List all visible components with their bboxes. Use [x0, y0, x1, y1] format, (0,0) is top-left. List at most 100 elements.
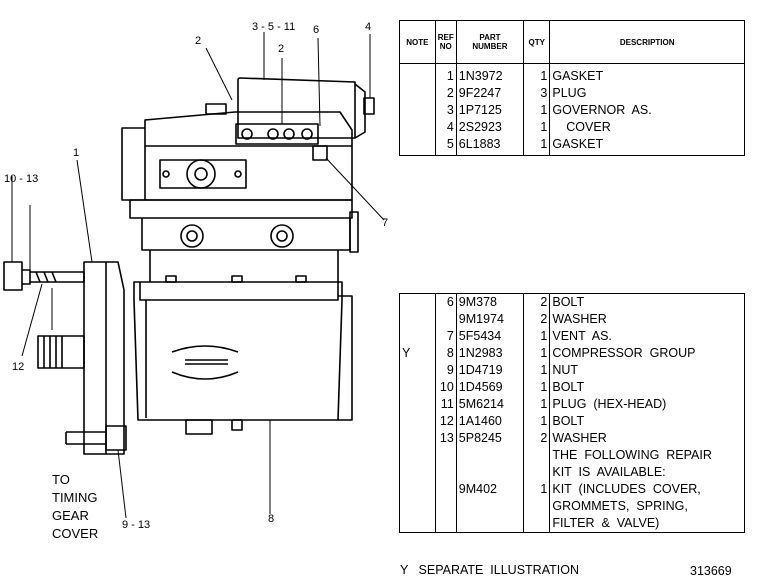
- cell-qty: [523, 447, 551, 464]
- cell-desc: BOLT: [549, 293, 745, 311]
- cell-desc: GROMMETS, SPRING,: [549, 498, 745, 515]
- caption-line-2: TIMING: [52, 490, 98, 505]
- cell-desc: WASHER: [549, 430, 745, 447]
- cell-desc: BOLT: [549, 379, 745, 396]
- governor-housing: [237, 77, 356, 139]
- table-header-row: NOTE REF NO PART NUMBER QTY DESCRIPTION: [399, 20, 745, 64]
- header-ref-line2: NO: [439, 42, 452, 51]
- cell-part: 9F2247: [455, 85, 525, 102]
- cell-qty: 1: [523, 396, 551, 413]
- cell-note: [399, 481, 436, 498]
- cell-qty: 1: [523, 379, 551, 396]
- cell-desc: KIT (INCLUDES COVER,: [549, 481, 745, 498]
- cell-qty: [523, 464, 551, 481]
- cell-part: 1P7125: [455, 102, 525, 119]
- header-part-line1: PART: [479, 33, 501, 42]
- callout-3-5-11: 3 - 5 - 11: [252, 21, 295, 33]
- cell-part: 1A1460: [455, 413, 525, 430]
- cell-ref: [434, 498, 457, 515]
- cell-part: 9M378: [455, 293, 525, 311]
- callout-2a: 2: [195, 35, 201, 47]
- cell-qty: [523, 515, 551, 533]
- cell-note: Y: [399, 345, 436, 362]
- cell-qty: 2: [523, 430, 551, 447]
- cell-ref: [434, 481, 457, 498]
- cell-note: [399, 293, 436, 311]
- illustration-number: 313669: [690, 564, 732, 578]
- cell-ref: 3: [434, 102, 457, 119]
- header-description: DESCRIPTION: [549, 20, 745, 64]
- cell-note: [399, 328, 436, 345]
- cylinder-head: [121, 127, 145, 201]
- cell-qty: 1: [523, 63, 551, 85]
- cell-note: [399, 498, 436, 515]
- table-row: KIT IS AVAILABLE:: [399, 464, 745, 481]
- table-row: GROMMETS, SPRING,: [399, 498, 745, 515]
- cell-desc: KIT IS AVAILABLE:: [549, 464, 745, 481]
- cell-ref: [434, 464, 457, 481]
- header-ref-line1: REF: [437, 33, 454, 42]
- cell-ref: 13: [434, 430, 457, 447]
- inlet-flange: [159, 159, 247, 189]
- cell-desc: GASKET: [549, 136, 745, 156]
- cell-note: [399, 430, 436, 447]
- cell-desc: COMPRESSOR GROUP: [549, 345, 745, 362]
- cell-part: 1D4569: [455, 379, 525, 396]
- cell-ref: 2: [434, 85, 457, 102]
- cell-part: 1D4719: [455, 362, 525, 379]
- cell-ref: 9: [434, 362, 457, 379]
- cell-ref: 1: [434, 63, 457, 85]
- cell-ref: [434, 447, 457, 464]
- cell-qty: 1: [523, 136, 551, 156]
- cell-note: [399, 464, 436, 481]
- cell-qty: 1: [523, 119, 551, 136]
- header-note: NOTE: [399, 20, 436, 64]
- cell-desc: VENT AS.: [549, 328, 745, 345]
- cell-note: [399, 136, 436, 156]
- cell-qty: 1: [523, 102, 551, 119]
- caption-line-3: GEAR: [52, 508, 89, 523]
- cell-note: [399, 311, 436, 328]
- cell-ref: [434, 311, 457, 328]
- callout-4: 4: [365, 21, 371, 33]
- cell-qty: 1: [523, 328, 551, 345]
- cell-part: 1N2983: [455, 345, 525, 362]
- header-part-number: PART NUMBER: [455, 20, 525, 64]
- cell-desc: NUT: [549, 362, 745, 379]
- callout-7: 7: [382, 217, 388, 229]
- callout-12: 12: [12, 361, 24, 373]
- cell-qty: 1: [523, 481, 551, 498]
- header-part-line2: NUMBER: [472, 42, 508, 51]
- cell-part: 1N3972: [455, 63, 525, 85]
- cell-ref: 7: [434, 328, 457, 345]
- cell-ref: 8: [434, 345, 457, 362]
- cell-part: [455, 498, 525, 515]
- cell-desc: FILTER & VALVE): [549, 515, 745, 533]
- cell-part: 5F5434: [455, 328, 525, 345]
- cell-part: [455, 515, 525, 533]
- cell-desc: COVER: [549, 119, 745, 136]
- cell-part: 9M402: [455, 481, 525, 498]
- cell-part: 6L1883: [455, 136, 525, 156]
- cell-note: [399, 362, 436, 379]
- cell-ref: 11: [434, 396, 457, 413]
- callout-10-13: 10 - 13: [4, 173, 38, 185]
- caption-line-1: TO: [52, 472, 70, 487]
- table-row: THE FOLLOWING REPAIR: [399, 447, 745, 464]
- cell-note: [399, 515, 436, 533]
- table-row: FILTER & VALVE): [399, 515, 745, 533]
- cell-qty: 1: [523, 413, 551, 430]
- cell-ref: [434, 515, 457, 533]
- cell-part: 2S2923: [455, 119, 525, 136]
